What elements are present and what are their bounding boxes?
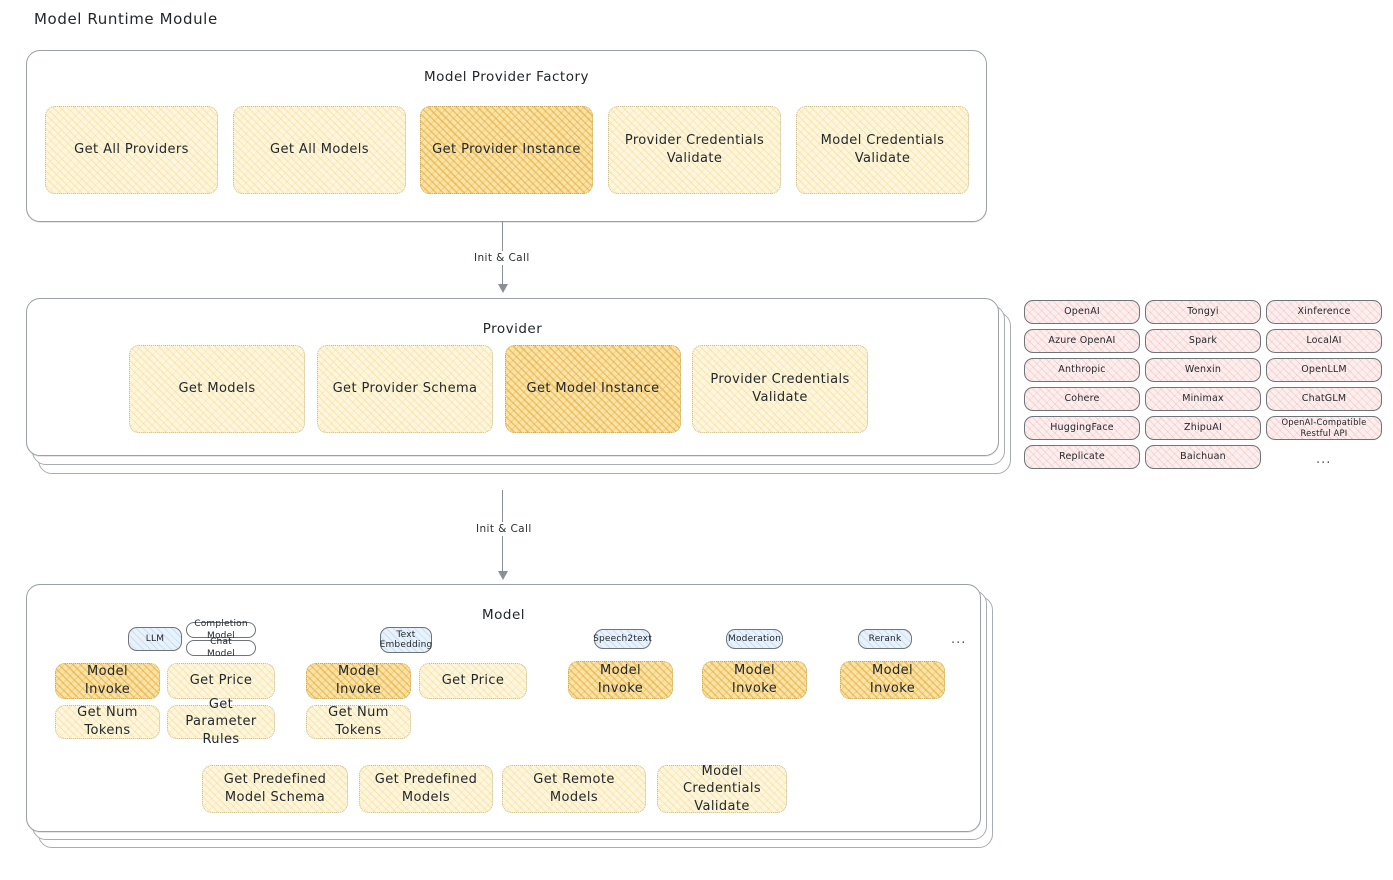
provider-chip-replicate[interactable]: Replicate [1024, 445, 1140, 469]
provider-chip-cohere[interactable]: Cohere [1024, 387, 1140, 411]
arrow-label-init-and-call-1: Init & Call [470, 251, 534, 265]
model-node-moderation-model-invoke[interactable]: Model Invoke [702, 661, 807, 699]
provider-node-get-provider-schema[interactable]: Get Provider Schema [317, 345, 493, 433]
provider-node-get-models[interactable]: Get Models [129, 345, 305, 433]
model-provider-factory-title: Model Provider Factory [423, 69, 589, 85]
provider-node-get-model-instance[interactable]: Get Model Instance [505, 345, 681, 433]
model-subtype-badge-chat-model[interactable]: Chat Model [186, 637, 256, 659]
provider-chip-openllm[interactable]: OpenLLM [1266, 358, 1382, 382]
model-type-badge-text-embedding[interactable]: Text Embedding [380, 627, 432, 653]
provider-list-more-ellipsis: ... [1316, 452, 1332, 467]
factory-node-get-all-providers[interactable]: Get All Providers [45, 106, 218, 194]
model-type-badge-moderation[interactable]: Moderation [726, 629, 783, 649]
provider-chip-localai[interactable]: LocalAI [1266, 329, 1382, 353]
provider-node-provider-credentials-validate[interactable]: Provider Credentials Validate [692, 345, 868, 433]
page-title: Model Runtime Module [34, 10, 218, 28]
provider-title: Provider [482, 321, 543, 337]
model-node-rerank-model-invoke[interactable]: Model Invoke [840, 661, 945, 699]
model-node-speech2text-model-invoke[interactable]: Model Invoke [568, 661, 673, 699]
arrow-label-init-and-call-2: Init & Call [472, 522, 536, 536]
model-node-llm-model-invoke[interactable]: Model Invoke [55, 663, 160, 699]
provider-chip-zhipuai[interactable]: ZhipuAI [1145, 416, 1261, 440]
provider-chip-baichuan[interactable]: Baichuan [1145, 445, 1261, 469]
provider-chip-azure-openai[interactable]: Azure OpenAI [1024, 329, 1140, 353]
model-type-badge-speech2text[interactable]: Speech2text [593, 629, 652, 649]
factory-node-provider-credentials-validate[interactable]: Provider Credentials Validate [608, 106, 781, 194]
provider-chip-tongyi[interactable]: Tongyi [1145, 300, 1261, 324]
model-node-model-credentials-validate[interactable]: Model Credentials Validate [657, 764, 787, 814]
model-node-embedding-get-price[interactable]: Get Price [419, 663, 527, 699]
model-node-get-predefined-model-schema[interactable]: Get Predefined Model Schema [202, 765, 348, 813]
model-node-get-predefined-models[interactable]: Get Predefined Models [359, 765, 493, 813]
provider-chip-spark[interactable]: Spark [1145, 329, 1261, 353]
provider-chip-openai-compatible-restful-api[interactable]: OpenAI-Compatible Restful API [1266, 416, 1382, 440]
model-node-get-remote-models[interactable]: Get Remote Models [502, 765, 646, 813]
provider-chip-wenxin[interactable]: Wenxin [1145, 358, 1261, 382]
model-types-more-ellipsis: ... [951, 632, 967, 647]
factory-node-get-provider-instance[interactable]: Get Provider Instance [420, 106, 593, 194]
model-title: Model [481, 607, 526, 623]
model-node-llm-get-num-tokens[interactable]: Get Num Tokens [55, 705, 160, 739]
provider-chip-chatglm[interactable]: ChatGLM [1266, 387, 1382, 411]
model-node-embedding-get-num-tokens[interactable]: Get Num Tokens [306, 705, 411, 739]
provider-chip-xinference[interactable]: Xinference [1266, 300, 1382, 324]
provider-chip-anthropic[interactable]: Anthropic [1024, 358, 1140, 382]
model-container: Model [26, 584, 981, 832]
model-node-llm-get-price[interactable]: Get Price [167, 663, 275, 699]
provider-chip-openai[interactable]: OpenAI [1024, 300, 1140, 324]
model-type-badge-llm[interactable]: LLM [128, 627, 182, 651]
model-type-badge-rerank[interactable]: Rerank [858, 629, 912, 649]
model-node-embedding-model-invoke[interactable]: Model Invoke [306, 663, 411, 699]
provider-chip-huggingface[interactable]: HuggingFace [1024, 416, 1140, 440]
model-node-llm-get-parameter-rules[interactable]: Get Parameter Rules [167, 697, 275, 747]
provider-chip-minimax[interactable]: Minimax [1145, 387, 1261, 411]
factory-node-model-credentials-validate[interactable]: Model Credentials Validate [796, 106, 969, 194]
factory-node-get-all-models[interactable]: Get All Models [233, 106, 406, 194]
model-subtype-badge-completion-model[interactable]: Completion Model [186, 619, 256, 641]
